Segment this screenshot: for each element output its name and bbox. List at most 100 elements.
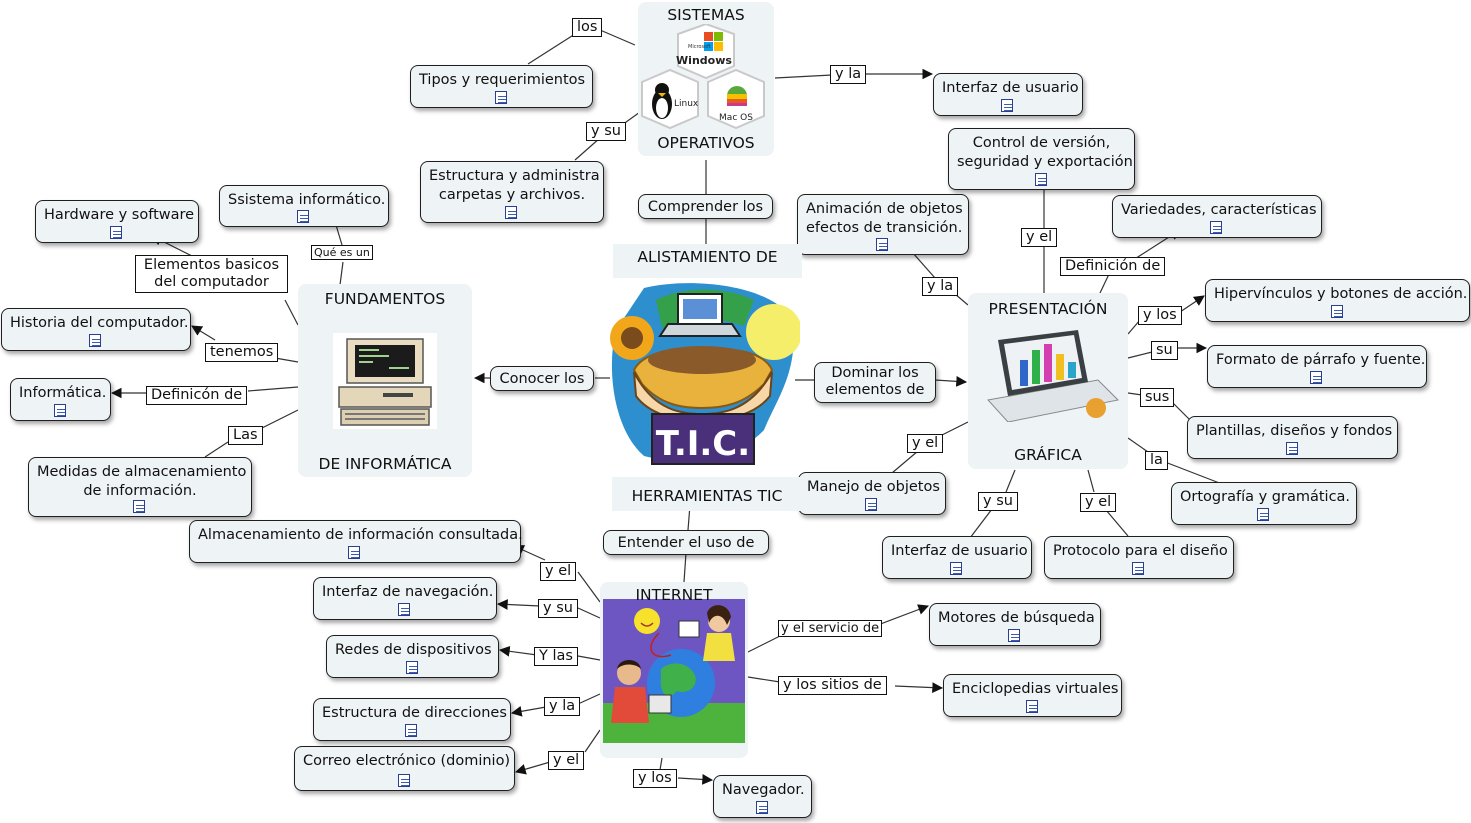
document-icon[interactable] (348, 546, 360, 559)
concept-almacenamiento-info[interactable]: Almacenamiento de información consultada… (189, 520, 523, 563)
label-definicion-de-left: Definicón de (146, 386, 248, 405)
document-icon[interactable] (1285, 442, 1298, 455)
label-y-las-redes: Y las (534, 647, 578, 666)
concept-ortografia[interactable]: Ortografía y gramática. (1171, 482, 1357, 525)
document-icon[interactable] (133, 500, 145, 513)
document-icon[interactable] (1008, 629, 1020, 642)
concept-hardware-software[interactable]: Hardware y software (35, 200, 199, 243)
concept-variedades[interactable]: Variedades, características (1112, 195, 1322, 238)
fundamentos-top-label: FUNDAMENTOS (324, 290, 446, 308)
document-icon[interactable] (405, 724, 417, 737)
concept-redes-dispositivos[interactable]: Redes de dispositivos (326, 635, 499, 678)
document-icon[interactable] (1001, 99, 1013, 112)
document-icon[interactable] (53, 404, 66, 417)
laptop-icon (658, 293, 742, 337)
concept-estructura-direcciones[interactable]: Estructura de direcciones (313, 698, 511, 741)
document-icon[interactable] (1310, 371, 1322, 384)
label-y-su-interfaz: y su (978, 492, 1018, 511)
label-y-la-animacion: y la (922, 277, 959, 296)
document-icon[interactable] (1257, 508, 1269, 521)
tic-logo-illustration: T.I.C. (610, 283, 800, 465)
label-y-la: y la (830, 65, 867, 84)
label-su-formato: su (1151, 341, 1178, 360)
apple-logo-icon: Mac OS (719, 86, 753, 123)
internet-top-label: INTERNET (635, 586, 713, 604)
document-icon[interactable] (110, 226, 122, 239)
label-y-el-correo: y el (548, 751, 585, 770)
link-entender-uso[interactable]: Entender el uso de (603, 530, 769, 555)
sunflower-icon (610, 316, 654, 360)
link-comprender-los[interactable]: Comprender los (638, 194, 773, 219)
concept-tipos-requerimientos[interactable]: Tipos y requerimientos (410, 65, 593, 108)
document-icon[interactable] (494, 91, 507, 104)
linux-tux-icon: Linux (652, 83, 699, 119)
label-y-el-protocolo: y el (1080, 493, 1117, 512)
center-bottom-label: HERRAMIENTAS TIC (612, 477, 802, 511)
sistemas-bottom-label: OPERATIVOS (657, 134, 755, 152)
document-icon[interactable] (1132, 562, 1144, 575)
presentacion-top-label: PRESENTACIÓN (988, 300, 1108, 318)
label-definicion-de-right: Definición de (1060, 257, 1166, 276)
document-icon[interactable] (755, 801, 768, 814)
concept-formato-parrafo[interactable]: Formato de párrafo y fuente. (1207, 345, 1427, 388)
document-icon[interactable] (876, 238, 888, 251)
concept-correo-electronico[interactable]: Correo electrónico (dominio) (294, 746, 515, 791)
concept-enciclopedias[interactable]: Enciclopedias virtuales (943, 674, 1122, 717)
concept-manejo-objetos[interactable]: Manejo de objetos (798, 472, 946, 515)
tic-logo-text: T.I.C. (656, 424, 750, 464)
document-icon[interactable] (1025, 700, 1038, 713)
label-y-la-estructura: y la (544, 697, 581, 716)
document-icon[interactable] (505, 206, 517, 219)
concept-control-version[interactable]: Control de versión,seguridad y exportaci… (948, 128, 1135, 190)
concept-interfaz-navegacion[interactable]: Interfaz de navegación. (313, 577, 497, 620)
concept-interfaz-usuario-so[interactable]: Interfaz de usuario (933, 73, 1083, 116)
concept-historia-computador[interactable]: Historia del computador. (1, 308, 191, 351)
bar-chart-laptop-icon (987, 330, 1120, 422)
label-y-los-hipervinculos: y los (1138, 306, 1182, 325)
concept-interfaz-usuario-pres[interactable]: Interfaz de usuario (882, 536, 1032, 579)
document-icon[interactable] (398, 603, 410, 616)
computer-icon (333, 333, 437, 429)
label-sus-plantillas: sus (1140, 388, 1175, 407)
document-icon[interactable] (397, 774, 410, 787)
concept-sistema-informatico[interactable]: Ssistema informático. (219, 185, 389, 227)
label-y-los-sitios-de: y los sitios de (778, 676, 887, 695)
svg-text:Microsoft: Microsoft (688, 44, 711, 50)
svg-text:Linux: Linux (674, 99, 699, 109)
concept-plantillas[interactable]: Plantillas, diseños y fondos (1187, 416, 1398, 459)
label-la-ortografia: la (1145, 451, 1168, 470)
label-y-su: y su (586, 122, 626, 141)
label-y-el-servicio-de: y el servicio de (778, 620, 883, 637)
document-icon[interactable] (1034, 173, 1047, 186)
concept-motores-busqueda[interactable]: Motores de búsqueda (929, 603, 1101, 646)
label-y-el-almacenamiento: y el (540, 562, 577, 581)
link-conocer-los[interactable]: Conocer los (490, 366, 594, 391)
document-icon[interactable] (865, 498, 877, 511)
fundamentos-bottom-label: DE INFORMÁTICA (318, 455, 452, 473)
svg-text:Windows: Windows (676, 54, 732, 67)
sun-icon (634, 608, 660, 634)
document-icon[interactable] (89, 334, 101, 347)
document-icon[interactable] (405, 661, 418, 674)
concept-hipervinculos[interactable]: Hipervínculos y botones de acción. (1205, 279, 1470, 322)
label-los: los (572, 18, 603, 37)
internet-kids-illustration (603, 599, 745, 743)
document-icon[interactable] (1330, 305, 1343, 318)
document-icon[interactable] (1210, 221, 1222, 234)
document-icon[interactable] (950, 562, 962, 575)
sistemas-top-label: SISTEMAS (667, 6, 745, 24)
center-top-label: ALISTAMIENTO DE (613, 244, 802, 278)
document-icon[interactable] (297, 210, 309, 223)
label-tenemos: tenemos (205, 343, 279, 362)
label-que-es-un: Qué es un (311, 245, 373, 260)
concept-informatica[interactable]: Informática. (10, 378, 111, 421)
concept-navegador[interactable]: Navegador. (713, 775, 812, 818)
label-y-el-control: y el (1021, 228, 1058, 247)
concept-protocolo-diseno[interactable]: Protocolo para el diseño (1044, 536, 1234, 579)
